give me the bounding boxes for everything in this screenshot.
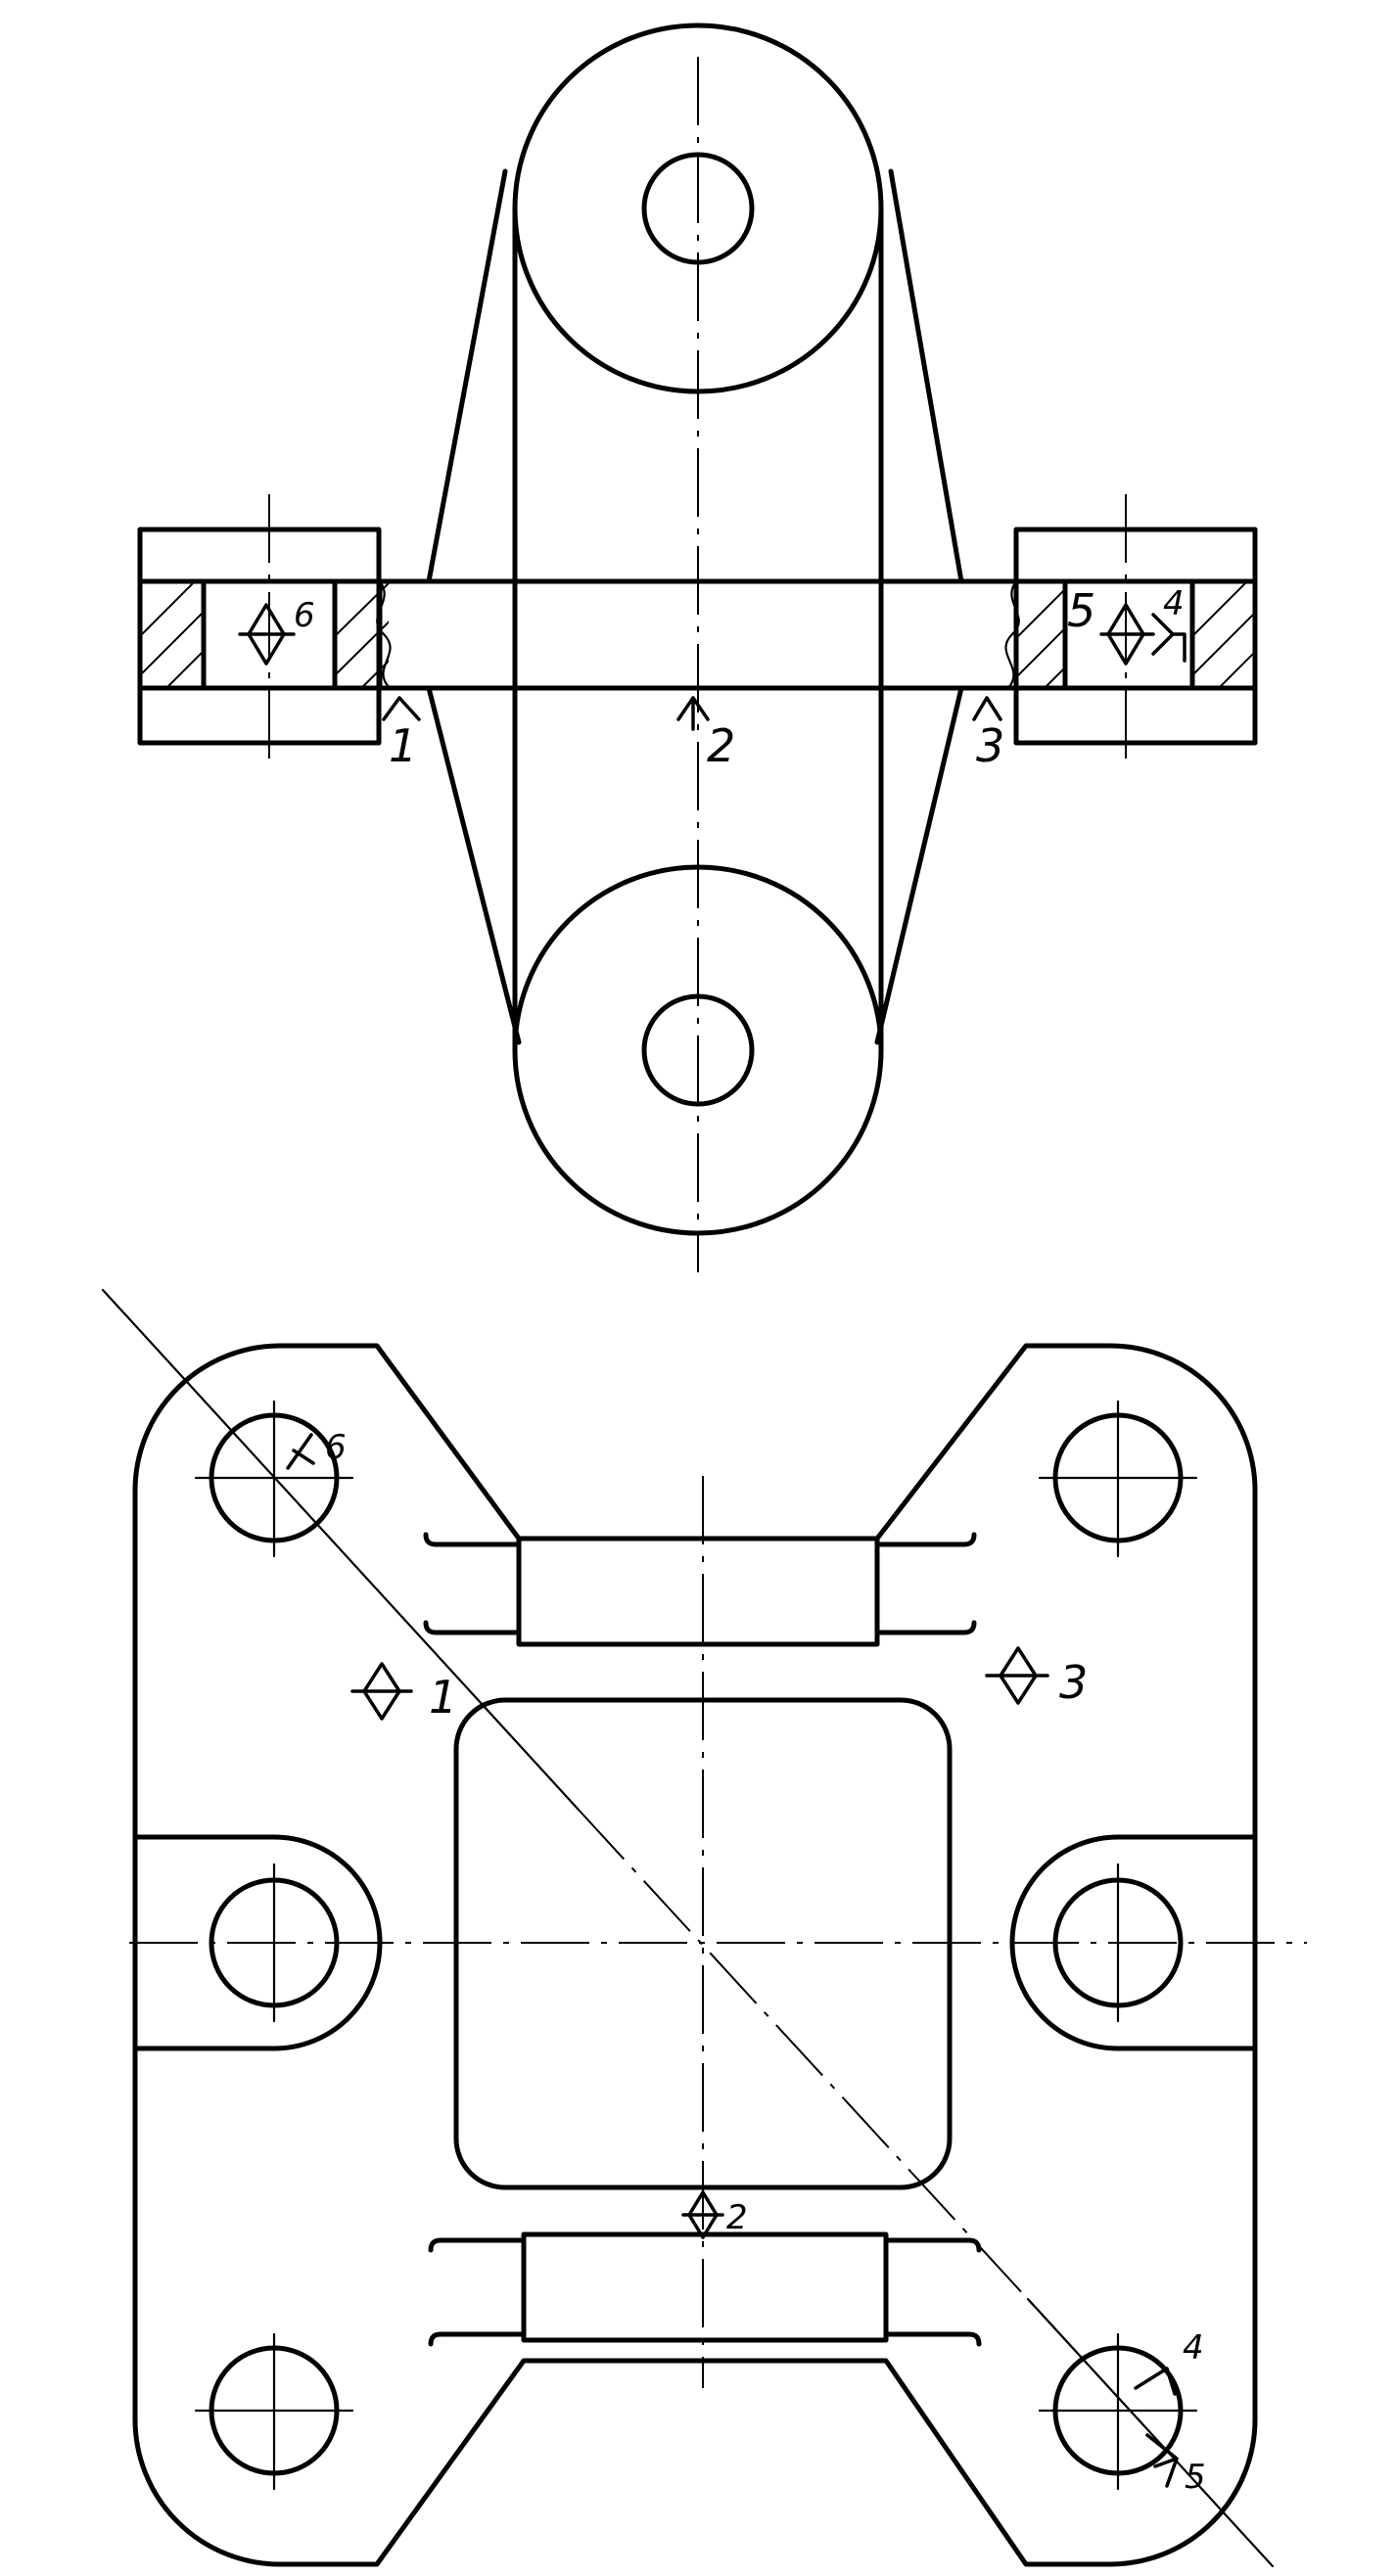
lower-web-edge-left-top [428,2237,527,2253]
upper-web-edge-right-bottom [874,1620,977,1635]
plan-label-3: 3 [1059,1656,1088,1709]
upper-roller-hole [641,152,755,265]
web-left-lower [426,685,522,1045]
section-line-top [101,1288,580,1811]
front-label-1: 1 [389,719,417,772]
front-label-5: 5 [1067,584,1095,637]
front-label-3: 3 [976,719,1004,772]
left-lug [132,1834,383,2051]
front-diamond-6 [238,603,296,666]
front-label-2: 2 [707,719,735,772]
front-marker-1 [382,696,421,721]
plan-diamond-3 [985,1646,1049,1705]
plan-marker-6 [286,1433,315,1470]
web-left-upper [426,168,508,584]
front-arrow-4 [1151,613,1187,663]
right-break-line [1004,579,1020,690]
plan-arrow-5 [1145,2433,1179,2488]
central-window [453,1697,953,2190]
plan-label-6: 6 [325,1428,347,1467]
left-hatch-inner [335,581,389,688]
front-label-6: 6 [294,596,315,635]
lower-web-edge-right-top [883,2237,982,2253]
web-right-lower [874,685,964,1045]
upper-web-block [516,1536,880,1647]
hole-centerlines [194,1400,1198,2491]
plan-label-1: 1 [429,1671,457,1724]
plan-label-5: 5 [1185,2458,1206,2497]
plan-diamond-1 [350,1662,413,1721]
upper-web-edge-left-top [423,1532,522,1547]
left-break-line [376,579,392,690]
upper-web-edge-right-top [874,1532,977,1547]
front-diamond-5 [1099,603,1155,666]
lower-roller-hole [641,993,755,1107]
web-right-upper [888,168,964,584]
plan-label-4: 4 [1183,2328,1204,2368]
section-line-bottom [1026,2297,1275,2568]
front-marker-3 [972,696,1002,721]
right-hatch-outer [1192,581,1255,688]
plan-diamond-2 [681,2190,724,2239]
plan-label-2: 2 [726,2198,748,2237]
front-label-4: 4 [1163,584,1185,623]
left-boss [137,527,382,746]
plan-marker-4 [1134,2367,1177,2396]
left-hatch-outer [140,581,204,688]
base-plate-outline [132,1343,1258,2567]
right-lug [1009,1834,1258,2051]
plan-view: 1 3 2 6 4 5 [101,1288,1307,2568]
lower-web-edge-left-bottom [428,2331,527,2347]
lower-web-edge-right-bottom [883,2331,982,2347]
right-hatch-inner [1018,587,1065,688]
right-boss [1013,527,1258,746]
lower-web-block [521,2231,889,2343]
front-view: 6 5 4 1 2 3 [137,23,1258,1272]
front-marker-2 [676,696,710,731]
upper-web-edge-left-bottom [423,1620,522,1635]
